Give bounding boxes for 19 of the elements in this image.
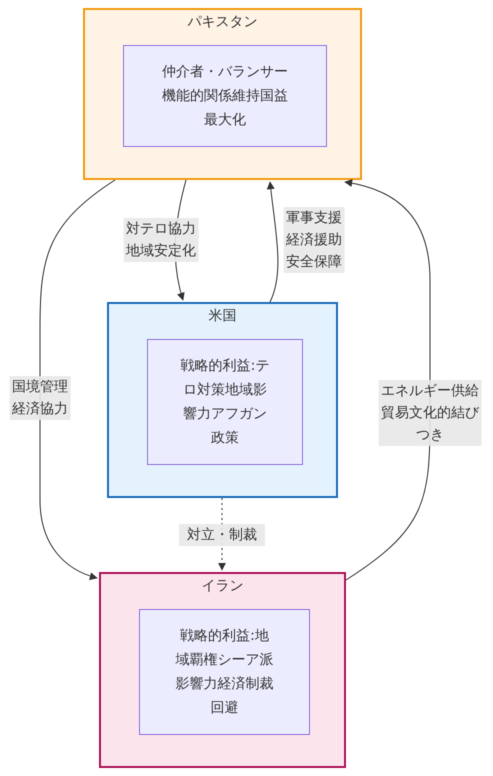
group-box xyxy=(83,8,362,180)
box-text: 戦略的利益:地域覇権シーア派影響力経済制裁回避 xyxy=(174,627,274,718)
process-box xyxy=(139,609,310,735)
edge-label: エネルギー供給貿易文化的結びつき xyxy=(378,380,482,446)
group-box xyxy=(99,572,346,768)
box-text: 仲介者・バランサー機能的関係維持国益最大化 xyxy=(161,63,289,130)
group-title: イラン xyxy=(202,578,244,594)
group-box xyxy=(107,302,338,498)
process-box xyxy=(147,339,303,465)
edge-label: 国境管理経済協力 xyxy=(10,376,70,420)
edge-label: 軍事支援経済援助安全保障 xyxy=(284,207,344,273)
arrow xyxy=(40,180,116,580)
arrow xyxy=(266,181,278,302)
process-box xyxy=(123,45,327,147)
edge-label: 対テロ協力地域安定化 xyxy=(124,218,198,262)
edge-label: 対立・制裁 xyxy=(179,524,265,546)
group-title: パキスタン xyxy=(188,14,258,30)
box-text: 戦略的利益:テロ対策地域影響力アフガン政策 xyxy=(180,357,270,448)
group-title: 米国 xyxy=(208,308,236,324)
